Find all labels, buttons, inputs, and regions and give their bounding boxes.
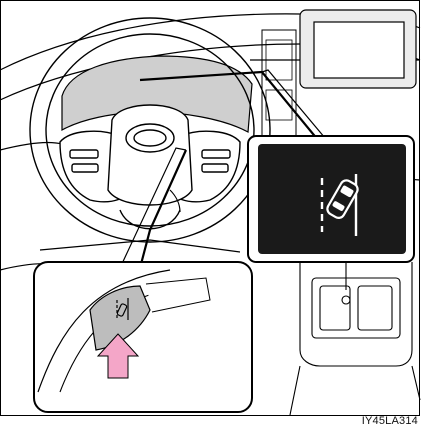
switch-callout (34, 262, 252, 412)
display-callout (248, 136, 414, 262)
figure-code: IY45LA314 (362, 415, 418, 427)
